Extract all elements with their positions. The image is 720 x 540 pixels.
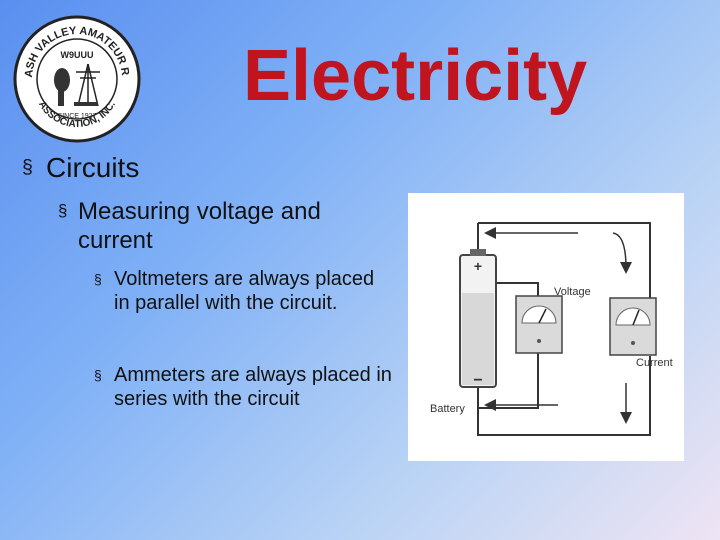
ammeter-icon bbox=[609, 297, 657, 356]
battery-icon: + − bbox=[459, 249, 497, 389]
battery-label: Battery bbox=[430, 403, 465, 415]
bullet-text: Voltmeters are always placed in parallel… bbox=[114, 268, 375, 315]
tower-icon bbox=[54, 68, 70, 106]
current-flow-arrows bbox=[484, 227, 632, 424]
current-label: Current bbox=[636, 357, 673, 369]
battery-minus-label: − bbox=[473, 372, 482, 389]
logo-callsign: W9UUU bbox=[61, 50, 94, 60]
antenna-icon bbox=[76, 63, 100, 107]
bullet-marker: § bbox=[94, 366, 102, 383]
bullet-level3-ammeters: § Ammeters are always placed in series w… bbox=[94, 363, 394, 412]
circuit-wires bbox=[477, 222, 651, 436]
bullet-marker: § bbox=[58, 201, 68, 221]
bullet-text: Ammeters are always placed in series wit… bbox=[114, 364, 392, 411]
bullet-level1: § Circuits bbox=[22, 151, 140, 185]
voltmeter-icon bbox=[515, 295, 563, 354]
bullet-text: Circuits bbox=[46, 152, 140, 183]
bullet-level3-voltmeters: § Voltmeters are always placed in parall… bbox=[94, 267, 384, 316]
bullet-level2: § Measuring voltage and current bbox=[58, 197, 398, 256]
slide-title: Electricity bbox=[243, 36, 588, 116]
logo-since: SINCE 1927 bbox=[58, 113, 97, 120]
battery-plus-label: + bbox=[474, 258, 482, 274]
circuit-diagram: + − Voltage Current Battery bbox=[408, 193, 684, 461]
bullet-marker: § bbox=[22, 155, 33, 178]
voltage-label: Voltage bbox=[554, 286, 591, 298]
bullet-text: Measuring voltage and current bbox=[78, 198, 321, 255]
club-logo: WABASH VALLEY AMATEUR RADIO ASSOCIATION,… bbox=[7, 5, 142, 144]
bullet-marker: § bbox=[94, 270, 102, 287]
